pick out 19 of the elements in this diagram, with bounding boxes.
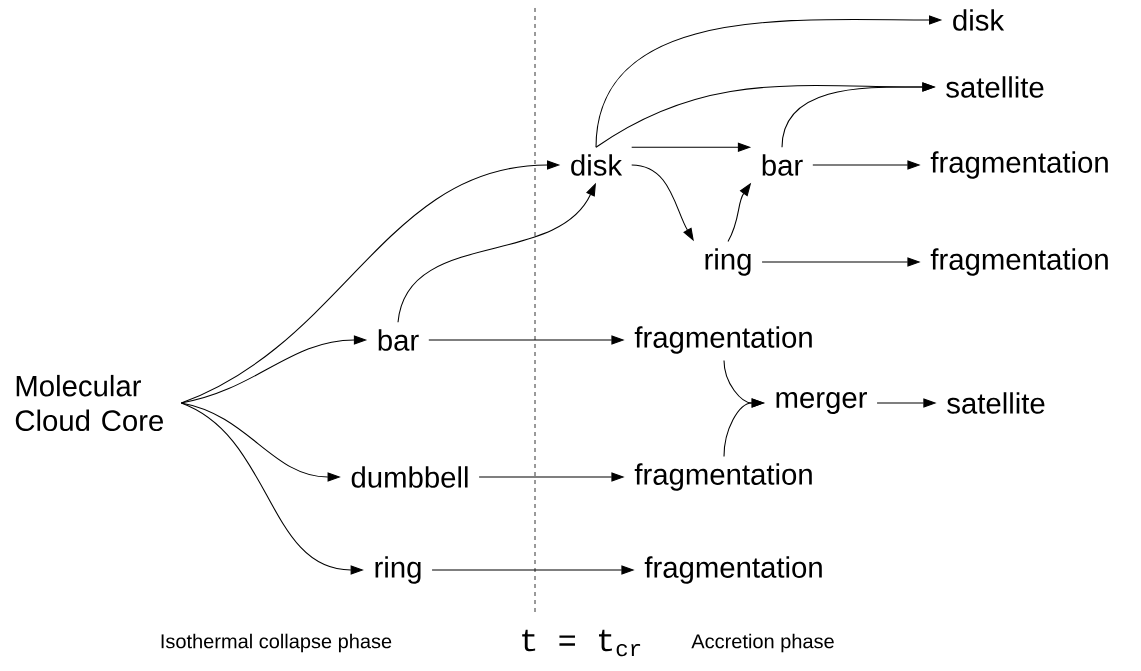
stage-label: bar [378, 329, 419, 351]
stage-label: dumbbell [351, 466, 468, 488]
stage-label: disk [571, 154, 623, 176]
stage-label: fragmentation [634, 463, 812, 491]
time-label: t = t$_{cr}$ [522, 629, 641, 657]
stage-label: ring [375, 556, 421, 584]
stage-label: ring [705, 248, 751, 276]
stage-label: satellite [946, 76, 1044, 98]
stage-label: disk [953, 9, 1005, 31]
phase-label: Isothermal collapse phase [161, 633, 392, 653]
stage-label: fragmentation [644, 556, 822, 584]
stage-label: Molecular Cloud Core [15, 374, 163, 432]
stage-label: satellite [947, 392, 1045, 414]
stage-label: fragmentation [634, 326, 812, 354]
phase-label: Accretion phase [691, 633, 834, 653]
stage-label: merger [776, 392, 867, 414]
stage-label: bar [762, 154, 803, 176]
stage-label: fragmentation [930, 151, 1108, 179]
stage-label: fragmentation [930, 248, 1108, 276]
